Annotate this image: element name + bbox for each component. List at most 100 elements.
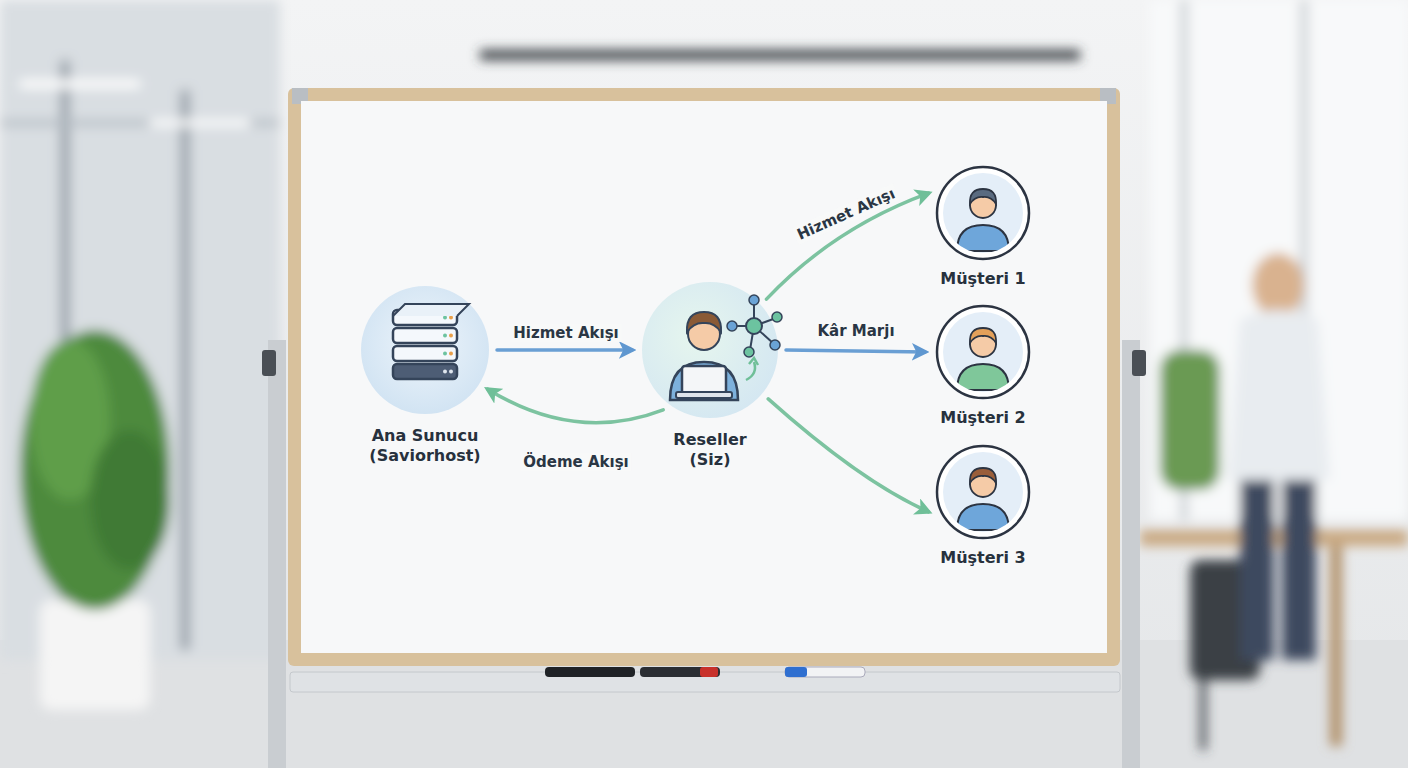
- node-label: Reseller (Siz): [662, 430, 758, 470]
- customer-avatar: [935, 304, 1031, 400]
- node-label: Ana Sunucu (Saviorhost): [355, 426, 495, 466]
- decoration: [545, 667, 635, 677]
- node-icon: [642, 282, 778, 418]
- decoration: [449, 316, 453, 320]
- decoration: [749, 358, 758, 365]
- decoration: [770, 340, 780, 350]
- node-label: Müşteri 2: [940, 408, 1025, 428]
- whiteboard: [288, 88, 1120, 692]
- decoration: [268, 340, 286, 768]
- decoration: [20, 80, 140, 88]
- node-icon: [935, 444, 1031, 540]
- edge-label: Kâr Marjı: [814, 322, 897, 340]
- decoration: [727, 321, 737, 331]
- decoration: [443, 370, 447, 374]
- edge-label: Ödeme Akışı: [520, 453, 631, 471]
- decoration: [957, 364, 1009, 390]
- decoration: [1132, 350, 1146, 376]
- decoration: [1160, 350, 1220, 490]
- decoration: [970, 189, 996, 204]
- decoration: [288, 88, 1120, 666]
- decoration: [957, 504, 1009, 530]
- decoration: [150, 120, 250, 126]
- decoration: [90, 430, 170, 570]
- decoration: [20, 330, 170, 610]
- decoration: [957, 504, 1009, 530]
- node-icon: [935, 165, 1031, 261]
- decoration: [957, 225, 1009, 251]
- decoration: [443, 316, 447, 320]
- server-node: Ana Sunucu (Saviorhost): [340, 286, 510, 466]
- flow-arrow: [768, 399, 928, 512]
- server-icon: [361, 286, 489, 414]
- decoration: [749, 295, 759, 305]
- decoration: [449, 370, 453, 374]
- customer-node: Müşteri 2: [913, 304, 1053, 428]
- decoration: [443, 334, 447, 338]
- decoration: [943, 173, 1023, 253]
- decoration: [937, 446, 1029, 538]
- decoration: [0, 0, 1408, 750]
- decoration: [700, 667, 718, 677]
- decoration: [957, 364, 1009, 390]
- node-label: Müşteri 3: [940, 548, 1025, 568]
- decoration: [1200, 680, 1206, 750]
- customer-node: Müşteri 1: [913, 165, 1053, 289]
- decoration: [746, 362, 755, 380]
- decoration: [40, 600, 150, 710]
- decoration: [301, 101, 1107, 653]
- decoration: [443, 352, 447, 356]
- decoration: [262, 350, 276, 376]
- decoration: [449, 352, 453, 356]
- decoration: [480, 50, 1080, 60]
- decoration: [943, 312, 1023, 392]
- decoration: [687, 312, 721, 332]
- decoration: [1282, 480, 1316, 660]
- decoration: [361, 286, 489, 414]
- decoration: [744, 347, 754, 357]
- decoration: [943, 452, 1023, 532]
- decoration: [682, 366, 726, 394]
- decoration: [746, 318, 762, 334]
- decoration: [785, 667, 865, 677]
- decoration: [393, 304, 469, 316]
- reseller-icon: [642, 282, 778, 418]
- decoration: [970, 468, 996, 483]
- decoration: [676, 392, 732, 398]
- decoration: [670, 362, 738, 400]
- decoration: [957, 225, 1009, 251]
- decoration: [393, 328, 457, 343]
- decoration: [1122, 340, 1140, 768]
- decoration: [1228, 310, 1330, 480]
- decoration: [1150, 0, 1408, 520]
- decoration: [1240, 480, 1274, 660]
- customer-node: Müşteri 3: [913, 444, 1053, 568]
- flow-arrow: [786, 350, 925, 352]
- decoration: [785, 667, 807, 677]
- customer-avatar: [935, 444, 1031, 540]
- flow-arrow: [497, 348, 632, 352]
- decoration: [449, 334, 453, 338]
- decoration: [640, 667, 720, 677]
- decoration: [937, 306, 1029, 398]
- decoration: [642, 282, 778, 418]
- edge-label: Hizmet Akışı: [510, 324, 621, 342]
- decoration: [970, 328, 996, 343]
- decoration: [1330, 546, 1342, 746]
- node-label: Müşteri 1: [940, 269, 1025, 289]
- decoration: [0, 0, 280, 660]
- decoration: [937, 167, 1029, 259]
- decoration: [180, 90, 190, 650]
- decoration: [670, 362, 738, 400]
- customer-avatar: [935, 165, 1031, 261]
- decoration: [772, 312, 782, 322]
- reseller-node: Reseller (Siz): [625, 282, 795, 470]
- node-icon: [935, 304, 1031, 400]
- decoration: [0, 120, 280, 126]
- node-icon: [361, 286, 489, 414]
- decoration: [393, 364, 457, 379]
- decoration: [1252, 253, 1304, 317]
- decoration: [393, 346, 457, 361]
